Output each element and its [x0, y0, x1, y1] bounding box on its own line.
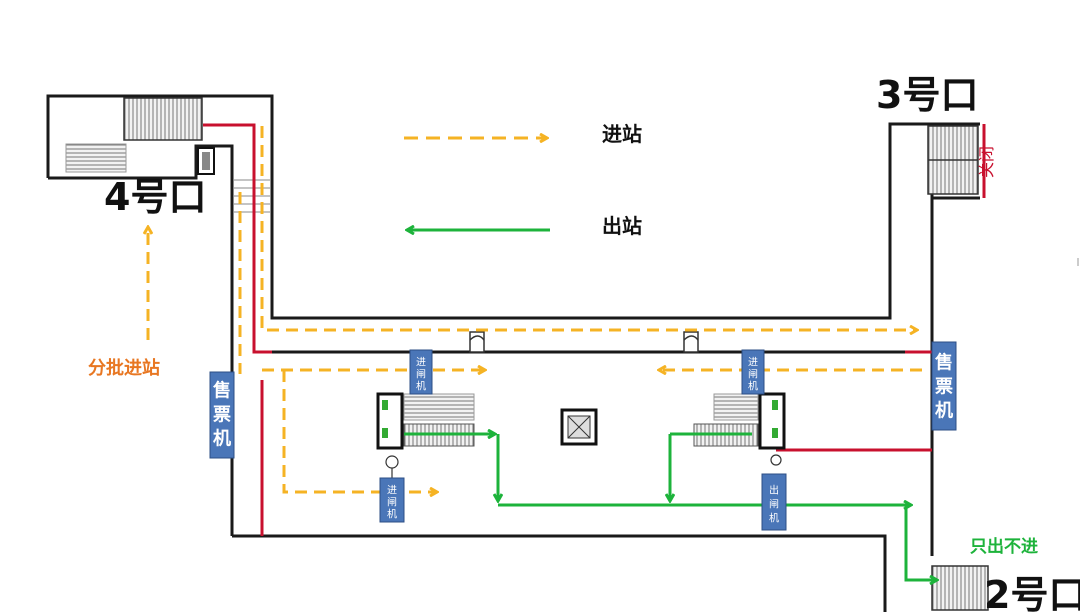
- exit4-label: 4号口: [104, 175, 206, 219]
- entry-gate-right-top-label: 进闸机: [748, 357, 758, 393]
- exit4-escalator: [65, 97, 215, 175]
- barrier-lines: [203, 123, 986, 536]
- exit3-label: 3号口: [876, 73, 978, 117]
- ticket-machine-right-label: 售票机: [935, 351, 953, 421]
- batch-entry-note: 分批进站: [88, 357, 160, 379]
- exit3-escalator: [927, 125, 979, 195]
- right-escalator: [693, 392, 786, 450]
- station-walls: [46, 94, 980, 612]
- entry-gate-right-top: 进闸机: [741, 349, 765, 395]
- legend: 进站 出站: [404, 122, 642, 238]
- exit-paths: [404, 434, 936, 580]
- elevator-icon: [560, 408, 598, 446]
- ticket-machine-left-label: 售票机: [213, 379, 231, 449]
- entry-gate-left-bottom-label: 进闸机: [387, 485, 397, 521]
- exit-gate-right-bottom-label: 出闸机: [769, 484, 779, 525]
- exit2-escalator: [931, 565, 989, 611]
- svg-text:关闭: 关闭: [977, 146, 996, 178]
- concourse-doors: [469, 331, 699, 353]
- exit-only-note: 只出不进: [970, 536, 1038, 557]
- legend-enter-label: 进站: [602, 122, 642, 146]
- entry-paths: [148, 126, 922, 492]
- gate-door-symbols: [385, 454, 782, 478]
- exit2-label: 2号口: [984, 573, 1080, 613]
- left-escalator: [376, 392, 475, 450]
- entry-gate-left-bottom: 进闸机: [379, 477, 405, 523]
- ticket-machine-left: 售票机: [209, 371, 235, 459]
- entry-gate-left-top-label: 进闸机: [416, 357, 426, 393]
- exit-gate-right-bottom: 出闸机: [761, 473, 787, 531]
- entry-gate-left-top: 进闸机: [409, 349, 433, 395]
- legend-exit-label: 出站: [602, 214, 642, 238]
- closed-note: 关闭: [977, 146, 996, 178]
- ticket-machine-right: 售票机: [931, 341, 957, 431]
